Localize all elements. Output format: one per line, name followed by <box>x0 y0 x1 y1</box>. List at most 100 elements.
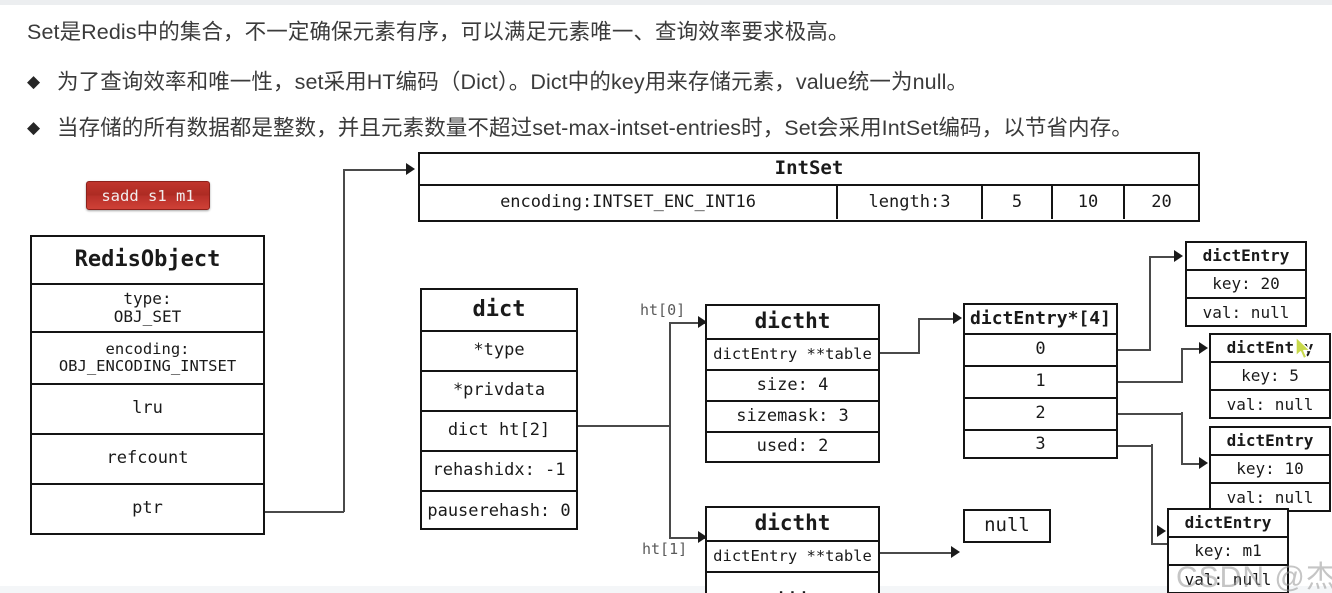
null-box: null <box>963 509 1051 543</box>
intset-title: IntSet <box>420 154 1198 186</box>
redis-object-box: RedisObject type: OBJ_SET encoding: OBJ_… <box>30 235 265 535</box>
table-array-slot-0: 0 <box>965 335 1116 367</box>
connector-slot0-h2 <box>1149 256 1177 258</box>
dictht0-title: dictht <box>707 306 878 340</box>
connector-slot3-h2 <box>1151 543 1171 545</box>
bullet-item-2: ◆ 当存储的所有数据都是整数，并且元素数量不超过set-max-intset-en… <box>27 111 1133 142</box>
dictht1-title: dictht <box>707 508 878 542</box>
csdn-watermark: CSDN @杰克尼 <box>1176 561 1332 593</box>
table-array-slot-1: 1 <box>965 367 1116 399</box>
label-ht1: ht[1] <box>642 540 688 558</box>
dict-row-rehashidx: rehashidx: -1 <box>422 452 576 492</box>
dict-entry-3-title: dictEntry <box>1169 510 1287 538</box>
dictht0-box: dictht dictEntry **table size: 4 sizemas… <box>705 304 880 463</box>
redis-object-row-encoding: encoding: OBJ_ENCODING_INTSET <box>32 333 263 385</box>
arrow-to-dictentry-3-icon <box>1157 525 1166 537</box>
dictht0-row-sizemask: sizemask: 3 <box>707 402 878 433</box>
bottom-band <box>0 586 1332 593</box>
arrow-to-intset-icon <box>406 163 415 175</box>
command-chip-sadd[interactable]: sadd s1 m1 <box>86 181 210 210</box>
dictht1-row-ellipsis: ... <box>775 576 810 593</box>
arrow-to-dictht0-icon <box>698 316 707 328</box>
dict-entry-box-0: dictEntry key: 20 val: null <box>1185 241 1307 327</box>
redis-object-row-lru: lru <box>32 385 263 435</box>
redis-object-title: RedisObject <box>32 237 263 285</box>
connector-slot1-h1 <box>1118 381 1183 383</box>
connector-ht0-table-h2 <box>918 318 956 320</box>
table-array-title: dictEntry*[4] <box>965 305 1116 335</box>
lead-paragraph: Set是Redis中的集合，不一定确保元素有序，可以满足元素唯一、查询效率要求极… <box>27 20 850 44</box>
dict-entry-2-key: key: 10 <box>1211 456 1329 484</box>
dict-entry-2-val: val: null <box>1226 487 1314 507</box>
connector-ptr-h1 <box>265 511 344 513</box>
dict-entry-0-key: key: 20 <box>1187 271 1305 299</box>
redis-object-row-ptr: ptr <box>132 497 163 518</box>
intset-cell-length: length:3 <box>838 186 983 219</box>
dict-entry-box-2: dictEntry key: 10 val: null <box>1209 426 1331 512</box>
connector-ptr-h2 <box>343 169 409 171</box>
connector-slot0-v <box>1149 256 1151 350</box>
dict-title: dict <box>422 290 576 332</box>
dict-entry-1-key: key: 5 <box>1211 363 1329 391</box>
dict-box: dict *type *privdata dict ht[2] rehashid… <box>420 288 578 530</box>
connector-slot2-h1 <box>1118 413 1183 415</box>
connector-ht0-table-v <box>918 318 920 353</box>
dict-entry-3-key: key: m1 <box>1169 538 1287 566</box>
dict-entry-box-3: dictEntry key: m1 val: null <box>1167 508 1289 593</box>
connector-slot2-h2 <box>1181 463 1203 465</box>
dict-entry-1-title: dictEntry <box>1211 335 1329 363</box>
intset-box: IntSet encoding:INTSET_ENC_INT16 length:… <box>418 152 1200 222</box>
dict-entry-box-1: dictEntry key: 5 val: null <box>1209 333 1331 419</box>
dict-entry-0-title: dictEntry <box>1187 243 1305 271</box>
dict-entry-0-val: val: null <box>1202 302 1290 322</box>
null-box-label: null <box>984 514 1030 537</box>
dictht0-row-used: used: 2 <box>756 435 829 456</box>
connector-ht-stem <box>578 425 670 427</box>
intset-cell-encoding: encoding:INTSET_ENC_INT16 <box>420 186 838 219</box>
bullet-item-2-text: 当存储的所有数据都是整数，并且元素数量不超过set-max-intset-ent… <box>57 116 1133 140</box>
dict-entry-1-val: val: null <box>1226 394 1314 414</box>
connector-ht-spine <box>669 322 671 538</box>
table-array-box: dictEntry*[4] 0 1 2 3 <box>963 303 1118 459</box>
arrow-to-table-array-icon <box>953 312 962 324</box>
redis-object-row-refcount: refcount <box>32 435 263 485</box>
dict-row-pauserehash: pauserehash: 0 <box>427 501 571 522</box>
arrow-to-dictentry-1-icon <box>1199 342 1208 354</box>
diamond-bullet-icon: ◆ <box>27 118 41 137</box>
dictht1-row-table: dictEntry **table <box>707 542 878 573</box>
bullet-item-1-text: 为了查询效率和唯一性，set采用HT编码（Dict）。Dict中的key用来存储… <box>57 70 969 94</box>
connector-slot3-h1 <box>1118 445 1153 447</box>
dict-row-ht: dict ht[2] <box>422 412 576 452</box>
connector-slot1-v <box>1181 348 1183 382</box>
dictht0-row-size: size: 4 <box>707 371 878 402</box>
dictht0-row-table: dictEntry **table <box>707 340 878 371</box>
dict-row-privdata: *privdata <box>422 372 576 412</box>
connector-slot3-v <box>1151 444 1153 544</box>
connector-slot0-h1 <box>1118 349 1151 351</box>
intset-cell-value-2: 20 <box>1151 191 1172 212</box>
connector-ht1-h <box>669 537 705 539</box>
arrow-to-dictht1-icon <box>698 531 707 543</box>
intset-cell-row: encoding:INTSET_ENC_INT16 length:3 5 10 … <box>420 186 1198 219</box>
dictht1-box: dictht dictEntry **table ... <box>705 506 880 593</box>
arrow-to-dictentry-0-icon <box>1174 250 1183 262</box>
top-band <box>0 0 1332 5</box>
redis-object-row-type: type: OBJ_SET <box>32 285 263 333</box>
label-ht0: ht[0] <box>640 301 686 319</box>
dict-entry-3-val: val: null <box>1184 569 1272 589</box>
connector-ht0-h <box>669 322 705 324</box>
connector-slot1-h2 <box>1181 348 1203 350</box>
table-array-slot-2: 2 <box>965 399 1116 431</box>
connector-ht0-table-h1 <box>880 352 920 354</box>
arrow-to-dictentry-2-icon <box>1199 457 1208 469</box>
intset-cell-value-0: 5 <box>983 186 1053 219</box>
diamond-bullet-icon: ◆ <box>27 72 41 91</box>
intset-cell-value-1: 10 <box>1053 186 1125 219</box>
connector-ht1-table-h <box>880 552 953 554</box>
dict-entry-2-title: dictEntry <box>1211 428 1329 456</box>
dict-row-type: *type <box>422 332 576 372</box>
table-array-slot-3: 3 <box>1035 433 1046 454</box>
connector-ptr-v <box>343 169 345 512</box>
arrow-to-null-icon <box>951 546 960 558</box>
